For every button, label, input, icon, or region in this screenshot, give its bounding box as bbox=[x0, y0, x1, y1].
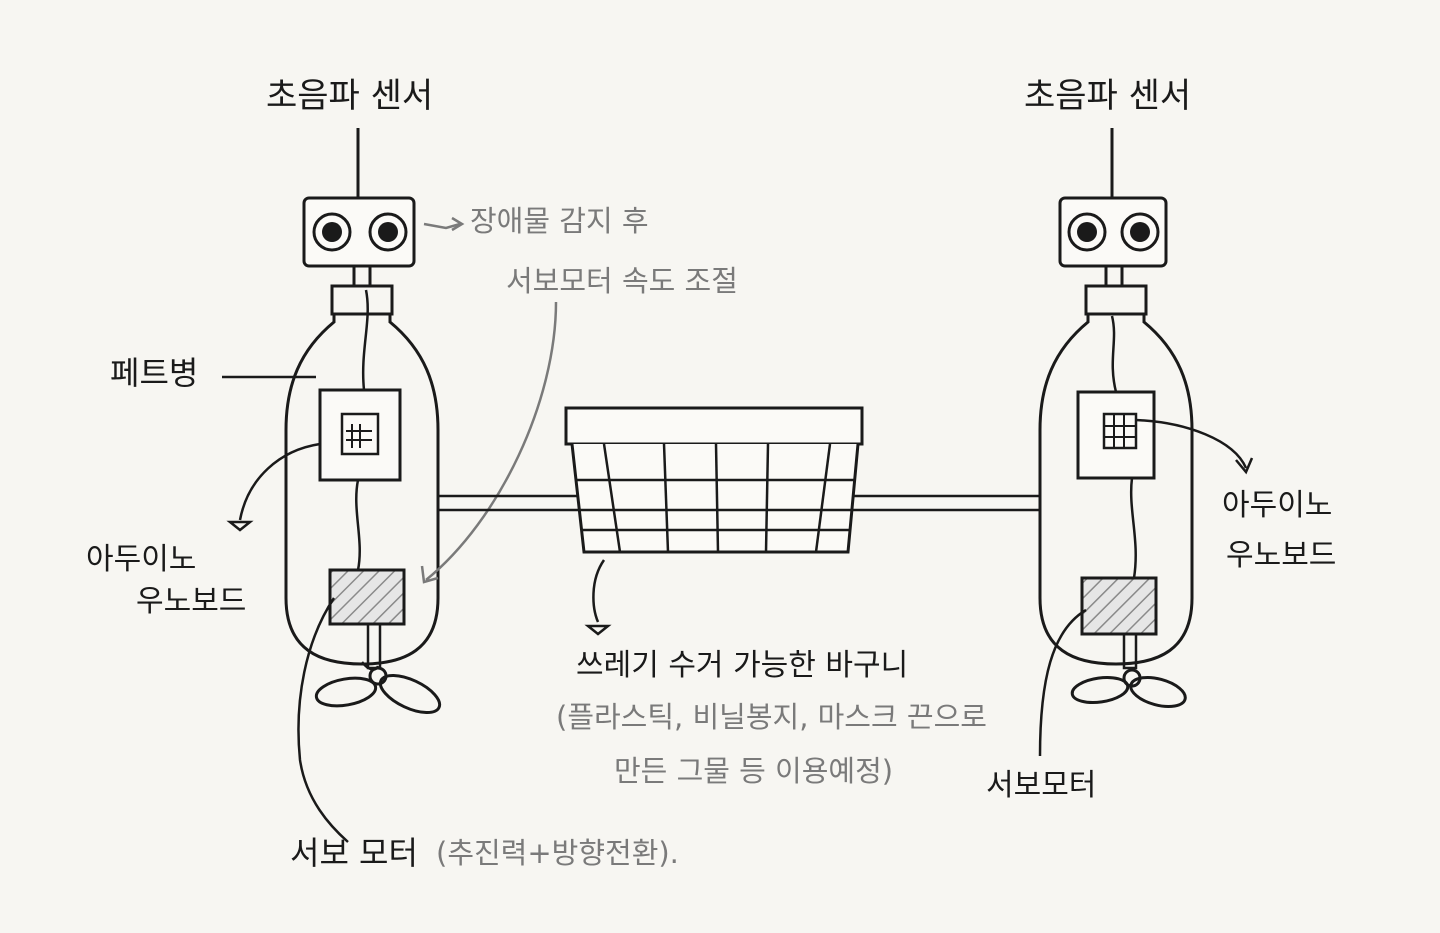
label-sensor-left: 초음파 센서 bbox=[266, 76, 434, 116]
right-bottle-cap bbox=[1084, 284, 1148, 316]
label-basket-note-line2: 만든 그물 등 이용예정) bbox=[614, 754, 894, 788]
label-servo-left: 서보 모터 bbox=[290, 834, 418, 872]
label-sensor-right: 초음파 센서 bbox=[1024, 76, 1192, 116]
label-basket-note-line1: (플라스틱, 비닐봉지, 마스크 끈으로 bbox=[556, 700, 987, 734]
label-arduino-right-line2: 우노보드 bbox=[1226, 538, 1337, 573]
left-servo-motor-icon bbox=[328, 568, 406, 626]
right-assembly bbox=[1038, 128, 1254, 757]
right-arduino-board-icon bbox=[1076, 390, 1156, 480]
label-obstacle-detect: 장애물 감지 후 bbox=[470, 204, 649, 238]
label-arduino-right-line1: 아두이노 bbox=[1222, 488, 1333, 523]
label-arduino-left-line2: 우노보드 bbox=[136, 584, 247, 619]
left-bottle-cap bbox=[330, 284, 394, 316]
label-basket-title: 쓰레기 수거 가능한 바구니 bbox=[576, 648, 909, 683]
left-arduino-board-icon bbox=[318, 388, 402, 482]
left-assembly bbox=[222, 128, 442, 843]
left-ultrasonic-sensor-icon bbox=[302, 196, 416, 268]
label-arduino-left-line1: 아두이노 bbox=[86, 542, 197, 577]
right-propeller-icon bbox=[1070, 668, 1187, 708]
label-servo-speed: 서보모터 속도 조절 bbox=[506, 264, 738, 298]
right-pet-bottle bbox=[1038, 314, 1194, 666]
basket-icon bbox=[564, 406, 864, 554]
left-propeller-icon bbox=[314, 661, 442, 715]
obstacle-arrow bbox=[423, 222, 461, 230]
label-servo-right: 서보모터 bbox=[986, 768, 1097, 803]
right-ultrasonic-sensor-icon bbox=[1058, 196, 1168, 268]
label-pet-bottle: 페트병 bbox=[110, 354, 199, 392]
label-servo-left-note: (추진력+방향전환). bbox=[436, 836, 679, 870]
speed-control-leader bbox=[425, 301, 558, 581]
right-servo-motor-icon bbox=[1080, 576, 1158, 636]
